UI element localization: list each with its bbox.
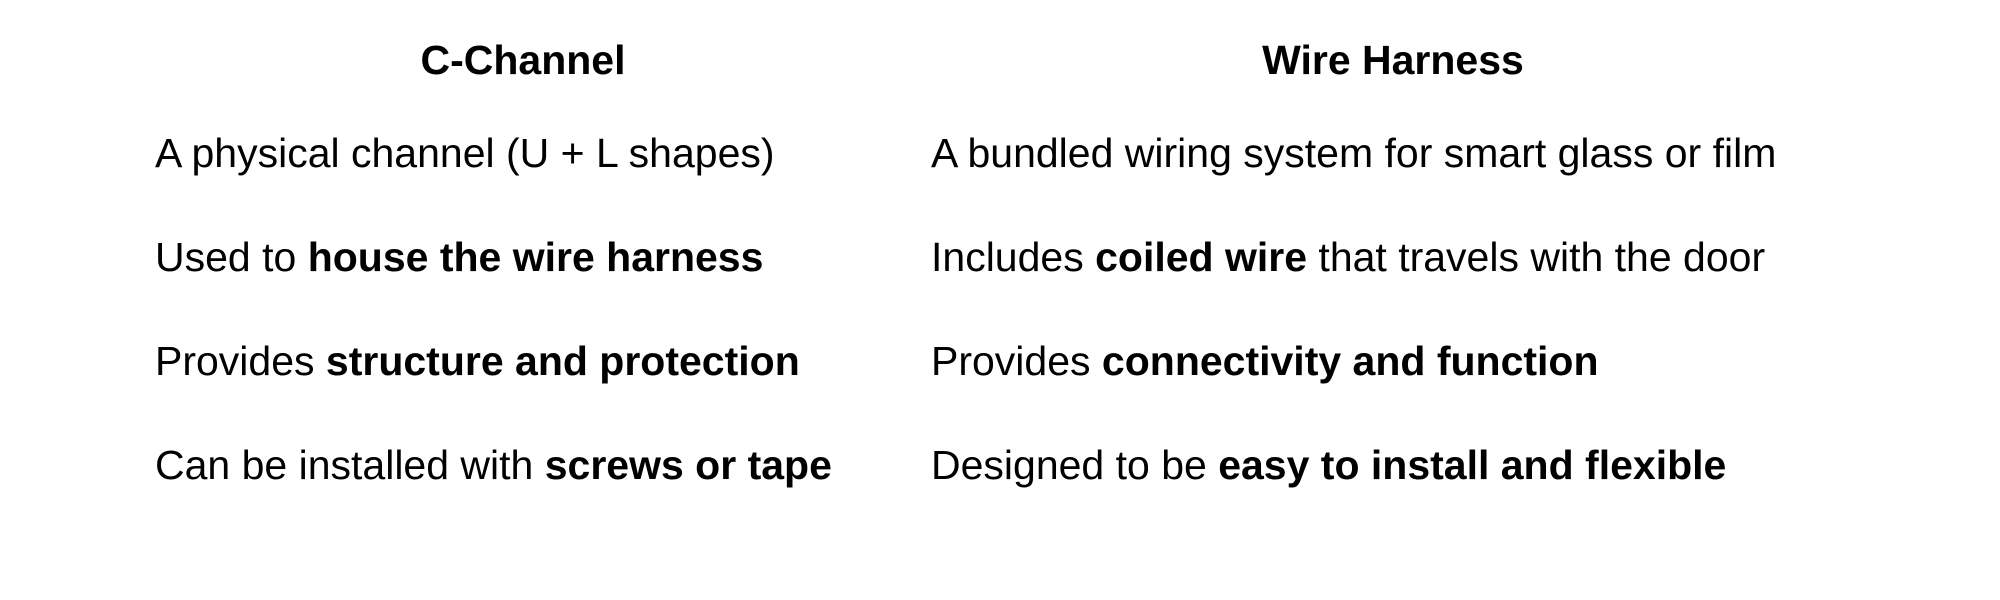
table-row: A physical channel (U + L shapes) A bund… <box>135 112 1875 216</box>
header-row: C-Channel Wire Harness <box>135 20 1875 112</box>
cell-text: A physical channel (U + L shapes) <box>155 130 775 176</box>
c-channel-cell: Provides structure and protection <box>135 320 911 424</box>
column-header-c-channel: C-Channel <box>420 37 626 83</box>
wire-harness-cell: A bundled wiring system for smart glass … <box>911 112 1875 216</box>
c-channel-cell: Used to house the wire harness <box>135 216 911 320</box>
cell-text: Includes <box>931 234 1096 280</box>
table-row: Can be installed with screws or tape Des… <box>135 424 1875 528</box>
wire-harness-cell: Designed to be easy to install and flexi… <box>911 424 1875 528</box>
cell-bold-text: coiled wire <box>1095 234 1308 280</box>
cell-bold-text: connectivity and function <box>1101 338 1599 384</box>
cell-text: Provides <box>155 338 326 384</box>
wire-harness-cell: Includes coiled wire that travels with t… <box>911 216 1875 320</box>
cell-bold-text: easy to install and flexible <box>1218 442 1727 488</box>
cell-text-suffix: that travels with the door <box>1307 234 1766 280</box>
comparison-table: C-Channel Wire Harness A physical channe… <box>135 20 1875 528</box>
cell-bold-text: screws or tape <box>544 442 832 488</box>
cell-text: Designed to be <box>931 442 1219 488</box>
c-channel-cell: Can be installed with screws or tape <box>135 424 911 528</box>
cell-text: Provides <box>931 338 1102 384</box>
table-row: Used to house the wire harness Includes … <box>135 216 1875 320</box>
cell-text: A bundled wiring system for smart glass … <box>931 130 1777 176</box>
column-header-wire-harness: Wire Harness <box>1262 37 1524 83</box>
table-row: Provides structure and protection Provid… <box>135 320 1875 424</box>
cell-text: Can be installed with <box>155 442 545 488</box>
wire-harness-cell: Provides connectivity and function <box>911 320 1875 424</box>
c-channel-cell: A physical channel (U + L shapes) <box>135 112 911 216</box>
cell-bold-text: structure and protection <box>325 338 800 384</box>
cell-text: Used to <box>155 234 308 280</box>
cell-bold-text: house the wire harness <box>307 234 764 280</box>
